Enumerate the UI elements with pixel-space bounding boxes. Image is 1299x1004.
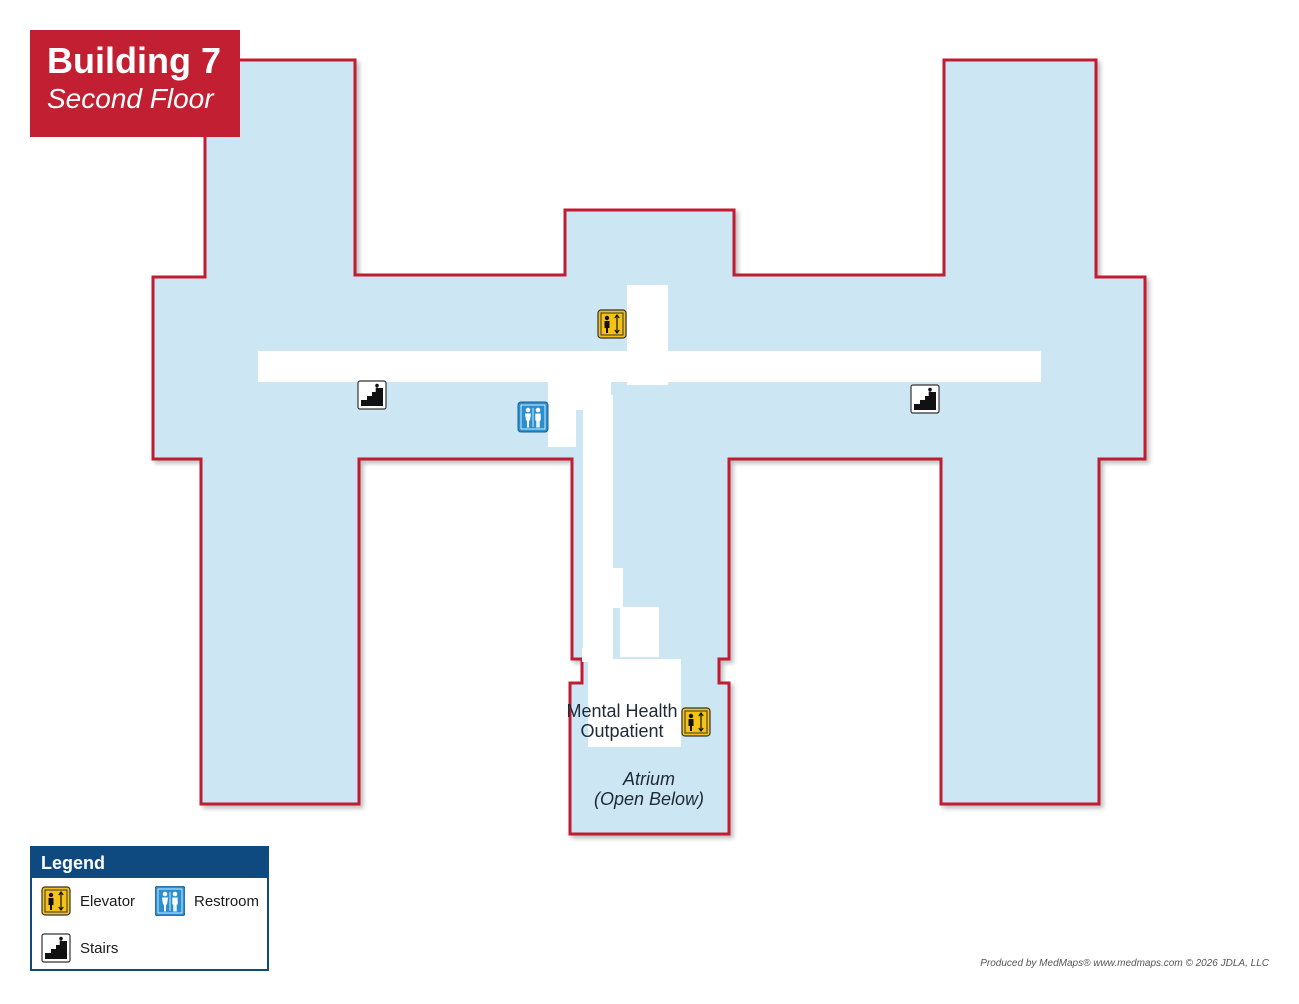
- title-banner: Building 7 Second Floor: [30, 30, 240, 137]
- legend-label-elevator: Elevator: [80, 892, 136, 910]
- restroom-icon[interactable]: [517, 401, 549, 433]
- corridors: [258, 285, 1041, 747]
- stairs-icon[interactable]: [910, 384, 940, 414]
- restroom-icon: [155, 886, 185, 916]
- footer-credit: Produced by MedMaps® www.medmaps.com © 2…: [980, 958, 1269, 969]
- legend-panel: Legend Elevator Restroom Stairs: [30, 846, 269, 971]
- elevator-icon: [41, 886, 71, 916]
- legend-item-restroom: Restroom: [155, 886, 259, 916]
- elevator-icon[interactable]: [597, 309, 627, 339]
- legend-label-restroom: Restroom: [194, 892, 260, 910]
- legend-item-elevator: Elevator: [41, 886, 135, 916]
- legend-item-stairs: Stairs: [41, 933, 118, 963]
- floor-outline: [151, 58, 1147, 836]
- building-title: Building 7: [47, 40, 221, 81]
- label-mental-health-outpatient[interactable]: Mental Health Outpatient: [566, 701, 678, 741]
- floor-subtitle: Second Floor: [47, 83, 214, 114]
- legend-label-stairs: Stairs: [80, 939, 119, 957]
- legend-title: Legend: [32, 848, 267, 878]
- stairs-icon: [41, 933, 71, 963]
- stairs-icon[interactable]: [357, 380, 387, 410]
- label-atrium: Atrium (Open Below): [593, 769, 705, 809]
